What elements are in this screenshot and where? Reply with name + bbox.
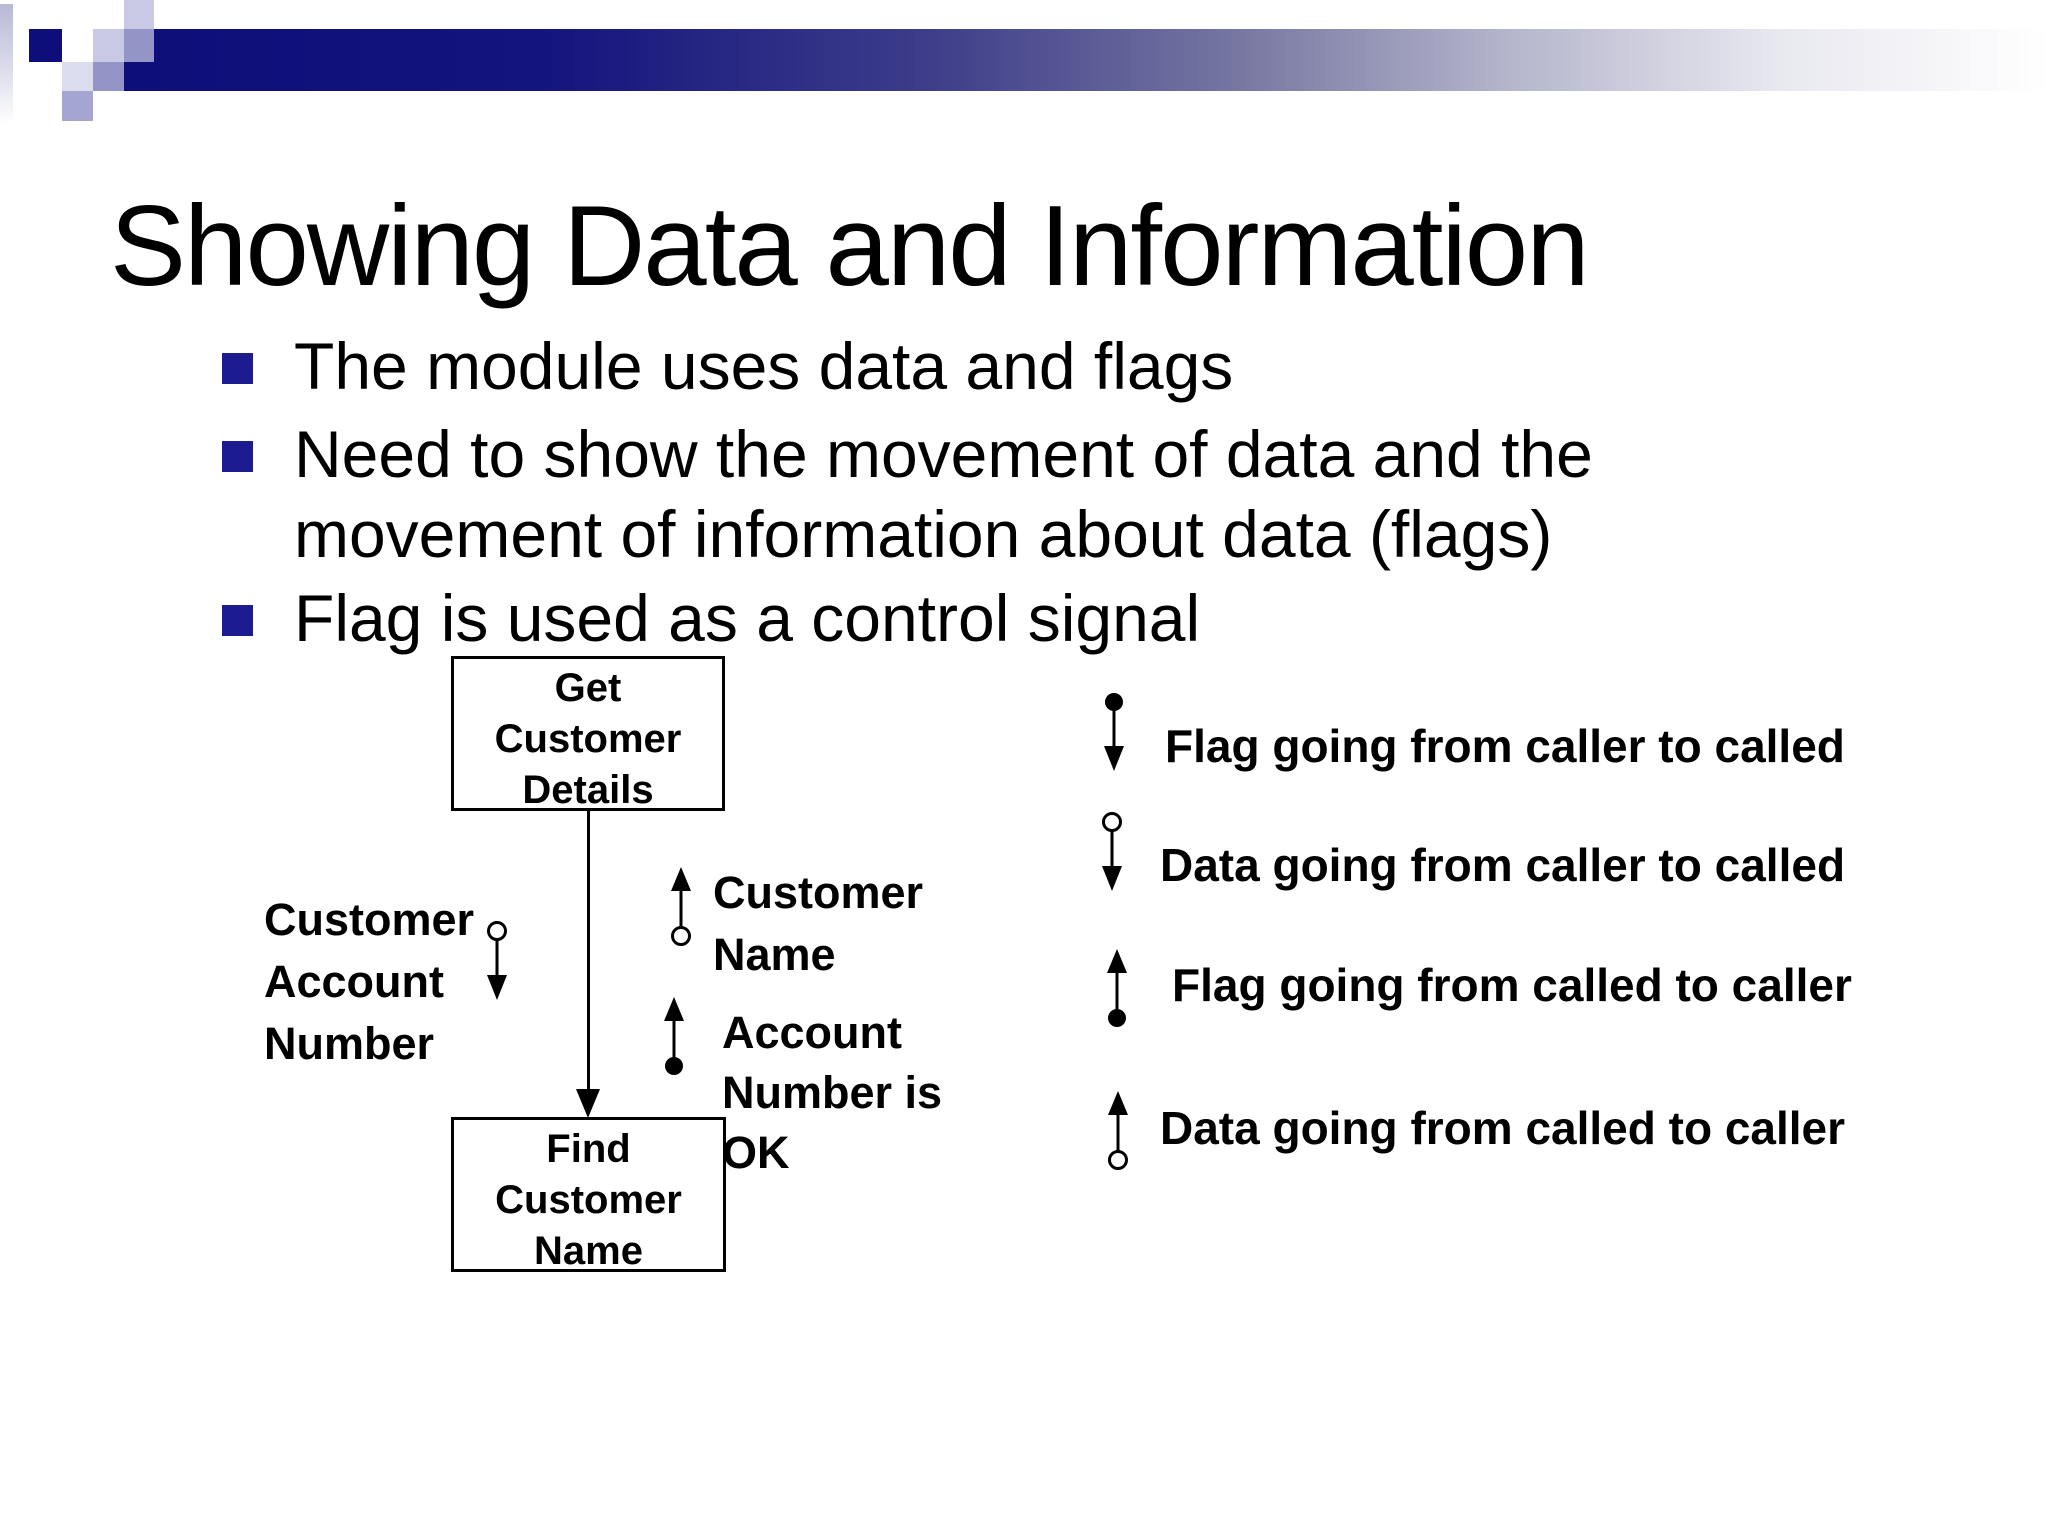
flag-called-to-caller-icon — [1107, 949, 1127, 1027]
bullet-square-icon — [222, 441, 253, 472]
legend-label: Flag going from caller to called — [1165, 720, 1845, 772]
legend-label: Data going from called to caller — [1160, 1102, 1846, 1154]
module-box-line: Find — [546, 1127, 631, 1171]
module-box-line: Customer — [495, 1178, 682, 1222]
label-customer-account-number: Customer Account Number — [264, 894, 475, 1069]
bullet-item: Flag is used as a control signal — [222, 578, 1200, 658]
data-called-to-caller-icon — [1108, 1091, 1128, 1170]
legend-label: Data going from caller to called — [1160, 839, 1846, 891]
corner-gradient-strip — [0, 4, 13, 124]
module-box-line: Customer — [494, 717, 682, 761]
corner-square-pale — [62, 62, 93, 91]
bullet-line: movement of information about data (flag… — [294, 497, 1553, 571]
corner-square-light-2 — [124, 0, 154, 29]
label-customer-name: Customer Name — [713, 867, 924, 980]
module-box-get-customer-details: Get Customer Details — [451, 656, 725, 812]
corner-square-medium-1 — [124, 29, 154, 62]
data-called-to-caller-icon — [671, 867, 691, 946]
bullet-item: Need to show the movement of data and th… — [222, 414, 1593, 574]
bullet-line: Flag is used as a control signal — [294, 581, 1201, 655]
legend-label: Flag going from called to caller — [1172, 959, 1852, 1011]
bullet-line: Need to show the movement of data and th… — [294, 417, 1593, 491]
bullet-item: The module uses data and flags — [222, 326, 1233, 406]
module-box-line: Details — [522, 768, 654, 812]
header-gradient-bar — [123, 29, 2048, 91]
bullet-square-icon — [222, 605, 253, 636]
module-box-line: Name — [534, 1229, 643, 1273]
corner-square-medium-2 — [93, 62, 124, 91]
corner-square-light-1 — [93, 29, 124, 62]
call-connector-arrowhead-icon — [576, 1089, 600, 1118]
bullet-line: The module uses data and flags — [294, 329, 1234, 403]
flag-called-to-caller-icon — [664, 997, 684, 1075]
bullet-square-icon — [222, 353, 253, 384]
data-caller-to-called-icon — [1102, 812, 1122, 891]
corner-square-dark — [29, 29, 62, 62]
slide-title: Showing Data and Information — [110, 183, 1590, 310]
data-caller-to-called-icon — [487, 921, 507, 1000]
flag-caller-to-called-icon — [1104, 693, 1124, 771]
module-box-line: Get — [554, 666, 622, 710]
corner-square-midlight — [62, 91, 93, 121]
call-connector-line — [587, 811, 590, 1091]
label-account-number-is-ok: Account Number is OK — [722, 1007, 943, 1178]
module-box-find-customer-name: Find Customer Name — [451, 1117, 726, 1273]
